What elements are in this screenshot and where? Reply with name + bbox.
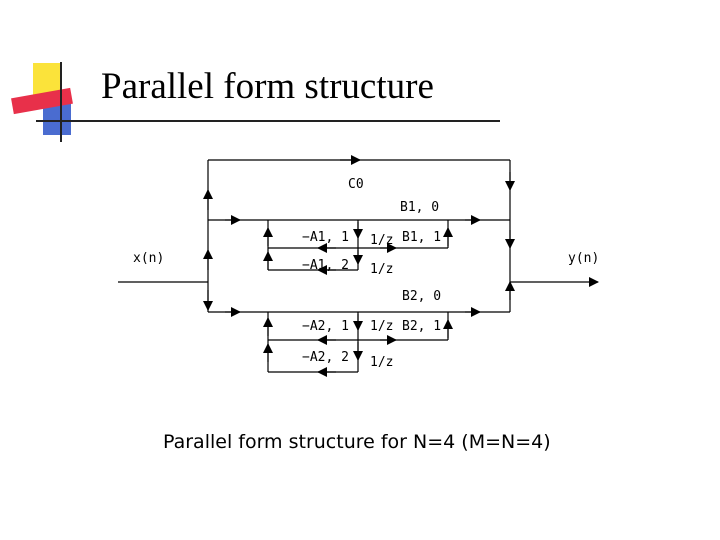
c0-label: C0 — [348, 177, 364, 192]
s2-delay2-label: 1/z — [370, 355, 393, 370]
s1-a2-label: −A1, 2 — [302, 258, 349, 273]
s2-b0-label: B2, 0 — [402, 289, 441, 304]
output-label: y(n) — [568, 251, 599, 266]
s2-a2-label: −A2, 2 — [302, 350, 349, 365]
s2-b1-label: B2, 1 — [402, 319, 441, 334]
input-label: x(n) — [133, 251, 164, 266]
accent-blue-square — [43, 103, 71, 135]
diagram-caption: Parallel form structure for N=4 (M=N=4) — [163, 431, 551, 453]
accent-vertical-rule — [60, 62, 62, 142]
s1-a1-label: −A1, 1 — [302, 230, 349, 245]
s2-a1-label: −A2, 1 — [302, 319, 349, 334]
s1-delay2-label: 1/z — [370, 262, 393, 277]
slide-title: Parallel form structure — [101, 66, 434, 107]
s2-delay1-label: 1/z — [370, 319, 393, 334]
s1-b1-label: B1, 1 — [402, 230, 441, 245]
s1-delay1-label: 1/z — [370, 233, 393, 248]
s1-b0-label: B1, 0 — [400, 200, 439, 215]
title-underline — [36, 120, 500, 122]
